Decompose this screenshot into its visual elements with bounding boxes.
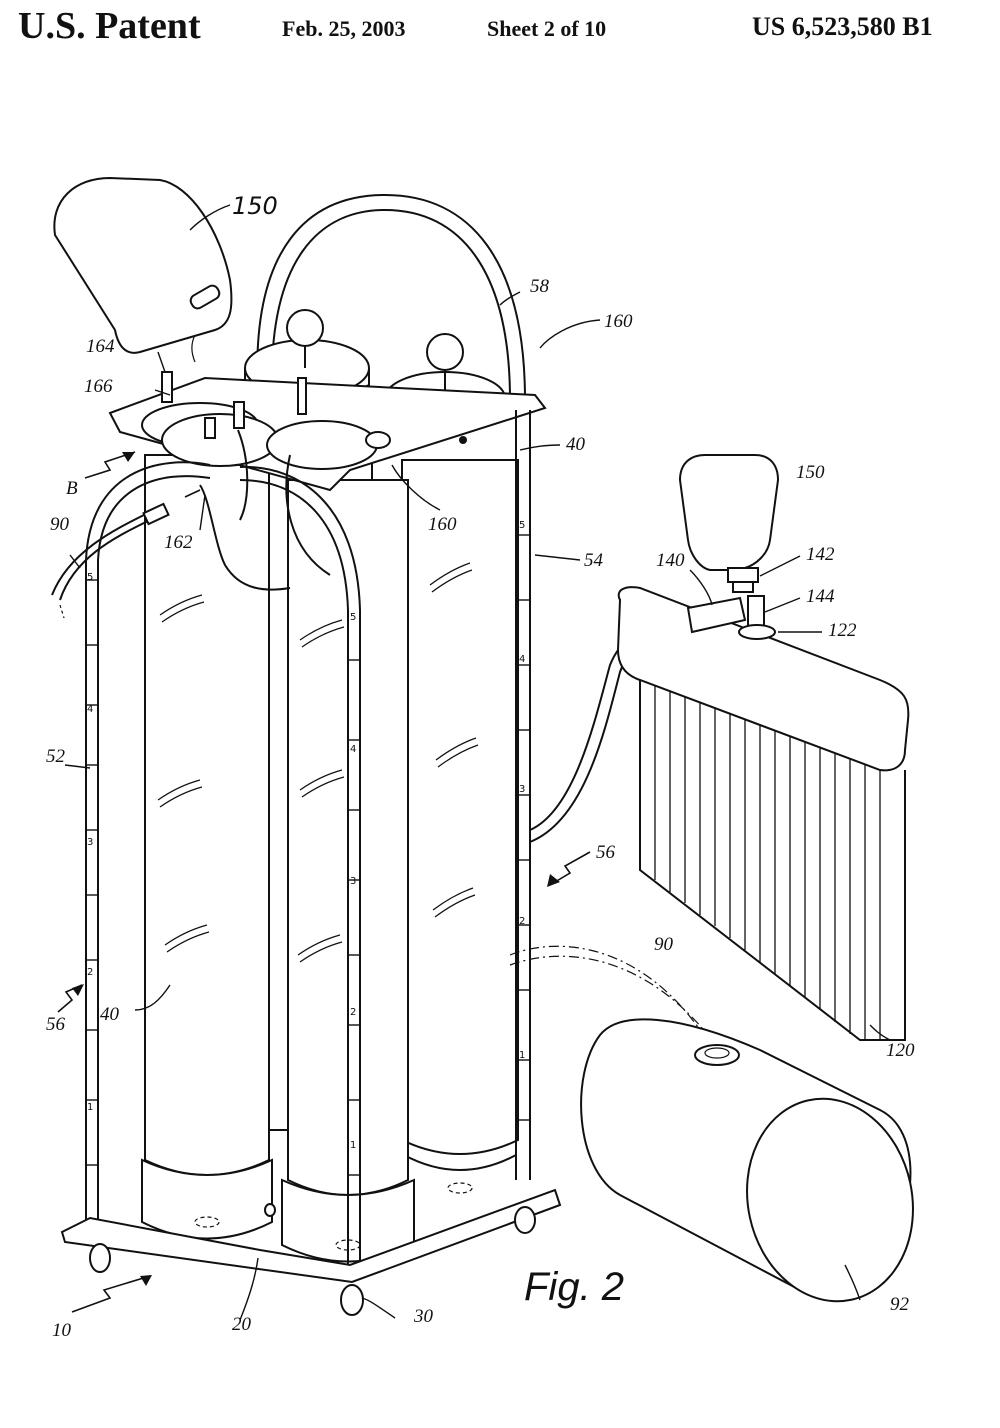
svg-text:4: 4 [87, 704, 93, 715]
sheet-number: Sheet 2 of 10 [487, 16, 607, 41]
label-144: 144 [806, 586, 835, 607]
label-56-right: 56 [596, 842, 616, 863]
svg-text:4: 4 [519, 654, 525, 665]
cylinder-right [401, 459, 519, 1194]
label-160-mid: 160 [428, 514, 457, 535]
label-162: 162 [164, 532, 193, 553]
label-30: 30 [413, 1306, 434, 1327]
figure-caption: Fig. 2 [524, 1265, 624, 1309]
svg-text:4: 4 [350, 744, 356, 755]
bottle-150-right [678, 454, 780, 593]
label-54: 54 [584, 550, 604, 571]
label-10: 10 [52, 1320, 72, 1341]
label-150-top: 150 [232, 192, 278, 220]
svg-text:3: 3 [350, 876, 356, 887]
label-160-top: 160 [604, 311, 633, 332]
svg-text:5: 5 [350, 612, 356, 623]
patent-title: U.S. Patent [18, 5, 201, 47]
label-56-left: 56 [46, 1014, 66, 1035]
svg-text:3: 3 [87, 837, 93, 848]
graduation-marks [86, 534, 530, 1176]
svg-text:3: 3 [519, 784, 525, 795]
frame-post-center [239, 465, 361, 1275]
svg-text:1: 1 [350, 1140, 356, 1151]
tubing-90 [59, 519, 151, 601]
svg-text:5: 5 [519, 520, 525, 531]
label-58: 58 [530, 276, 550, 297]
label-B: B [66, 478, 78, 499]
graduation-numbers: 5 4 3 2 1 5 4 3 2 1 5 4 3 2 1 [87, 520, 525, 1151]
radiator-120 [616, 586, 910, 1041]
reference-arrows [57, 451, 591, 1313]
label-122: 122 [828, 620, 857, 641]
base-plate [60, 1188, 562, 1284]
arch-handle [256, 193, 526, 401]
caster-wheels [89, 1203, 536, 1316]
label-92: 92 [890, 1294, 910, 1315]
frame-post-left [85, 461, 211, 1230]
label-140: 140 [656, 550, 685, 571]
cylinder-front-left [141, 454, 273, 1240]
dashed-line-90 [509, 945, 701, 1031]
label-166: 166 [84, 376, 113, 397]
label-142: 142 [806, 544, 835, 565]
svg-text:1: 1 [87, 1102, 93, 1113]
tank-92 [580, 1018, 914, 1303]
label-20: 20 [232, 1314, 252, 1335]
leader-lines [64, 204, 891, 1321]
patent-number: US 6,523,580 B1 [752, 12, 933, 41]
label-40-top: 40 [566, 434, 586, 455]
label-40-bottom: 40 [100, 1004, 120, 1025]
label-90-left: 90 [50, 514, 70, 535]
svg-text:2: 2 [350, 1007, 356, 1018]
bottle-150-top [53, 176, 233, 363]
svg-text:1: 1 [519, 1050, 525, 1061]
patent-date: Feb. 25, 2003 [282, 16, 406, 41]
svg-text:2: 2 [519, 916, 525, 927]
label-52: 52 [46, 746, 66, 767]
svg-text:5: 5 [87, 572, 93, 583]
label-150-right: 150 [796, 462, 825, 483]
svg-text:2: 2 [87, 967, 93, 978]
label-164: 164 [86, 336, 115, 357]
label-120: 120 [886, 1040, 915, 1061]
label-90-right: 90 [654, 934, 674, 955]
